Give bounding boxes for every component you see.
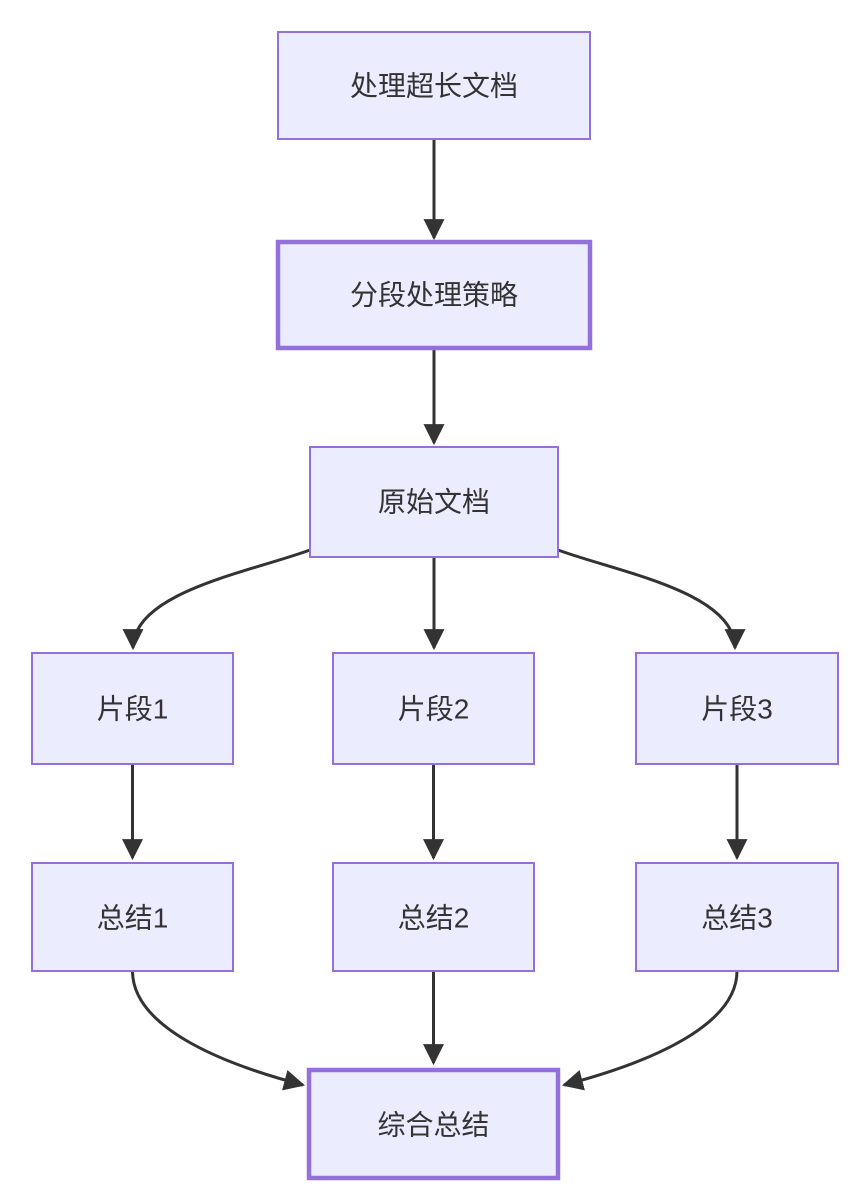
node-segmentation-strategy: 分段处理策略 — [275, 239, 593, 351]
arrow-e3-to-f — [561, 970, 739, 1091]
node-box — [309, 446, 559, 558]
node-label: 总结2 — [398, 903, 470, 934]
node-label: 分段处理策略 — [350, 280, 518, 311]
arrow-e1-to-f — [131, 970, 306, 1091]
node-original-document: 原始文档 — [309, 446, 559, 558]
node-label: 总结1 — [97, 903, 169, 934]
arrow-c-to-d1 — [122, 548, 311, 651]
arrow-c-to-d3 — [557, 548, 746, 651]
node-box — [275, 239, 593, 351]
node-label: 片段2 — [398, 694, 470, 725]
node-box — [332, 862, 535, 972]
node-summary-1: 总结1 — [31, 862, 234, 972]
node-final-summary: 综合总结 — [306, 1067, 561, 1181]
node-box — [31, 862, 234, 972]
node-fragment-2: 片段2 — [332, 652, 535, 765]
node-box — [635, 862, 839, 972]
node-label: 总结3 — [701, 903, 773, 934]
node-summary-3: 总结3 — [635, 862, 839, 972]
node-box — [635, 652, 839, 765]
node-box — [277, 31, 591, 140]
node-label: 片段3 — [701, 694, 773, 725]
node-process-long-document: 处理超长文档 — [277, 31, 591, 140]
node-label: 综合总结 — [377, 1110, 489, 1141]
node-label: 片段1 — [97, 694, 169, 725]
node-box — [31, 652, 234, 765]
node-summary-2: 总结2 — [332, 862, 535, 972]
node-label: 原始文档 — [378, 487, 490, 518]
node-box — [332, 652, 535, 765]
node-fragment-3: 片段3 — [635, 652, 839, 765]
node-box — [306, 1067, 561, 1181]
node-fragment-1: 片段1 — [31, 652, 234, 765]
node-label: 处理超长文档 — [350, 71, 518, 102]
